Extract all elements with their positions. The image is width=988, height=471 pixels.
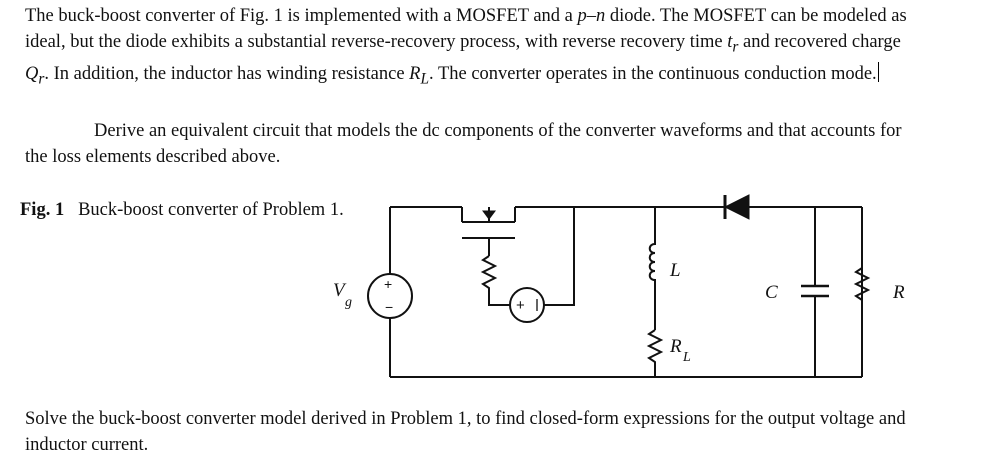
figure-caption-text: Buck-boost converter of Problem 1. (78, 200, 344, 220)
vg-label: V (333, 280, 347, 301)
diode-symbol (723, 194, 750, 220)
load-resistor-label: R (892, 282, 905, 303)
inductor-resistor (646, 329, 664, 377)
figure-label: Fig. 1 (20, 200, 65, 220)
problem-1-statement: The buck-boost converter of Fig. 1 is im… (25, 6, 907, 88)
problem-1-task: Derive an equivalent circuit that models… (25, 121, 902, 167)
figure-caption: Fig. 1 Buck-boost converter of Problem 1… (20, 197, 344, 223)
text-cursor (877, 61, 879, 82)
inductor-resistance-label: R (669, 336, 682, 357)
wire-gate-return (544, 207, 575, 306)
inductor-resistance-subscript: L (682, 350, 691, 365)
vg-subscript: g (345, 295, 352, 310)
capacitor-symbol (801, 207, 829, 377)
mosfet-symbol (461, 207, 516, 256)
vg-plus-sign: + (384, 276, 392, 292)
problem-2-statement: Solve the buck-boost converter model der… (25, 409, 906, 455)
load-resistor (853, 267, 871, 301)
gate-resistor (480, 255, 510, 306)
inductor-label: L (669, 260, 681, 281)
gate-source-plus-sign: + (516, 297, 525, 314)
capacitor-label: C (765, 282, 778, 303)
vg-source-circle (367, 273, 413, 319)
vg-minus-sign: − (385, 299, 393, 315)
inductor-coil (648, 207, 656, 330)
